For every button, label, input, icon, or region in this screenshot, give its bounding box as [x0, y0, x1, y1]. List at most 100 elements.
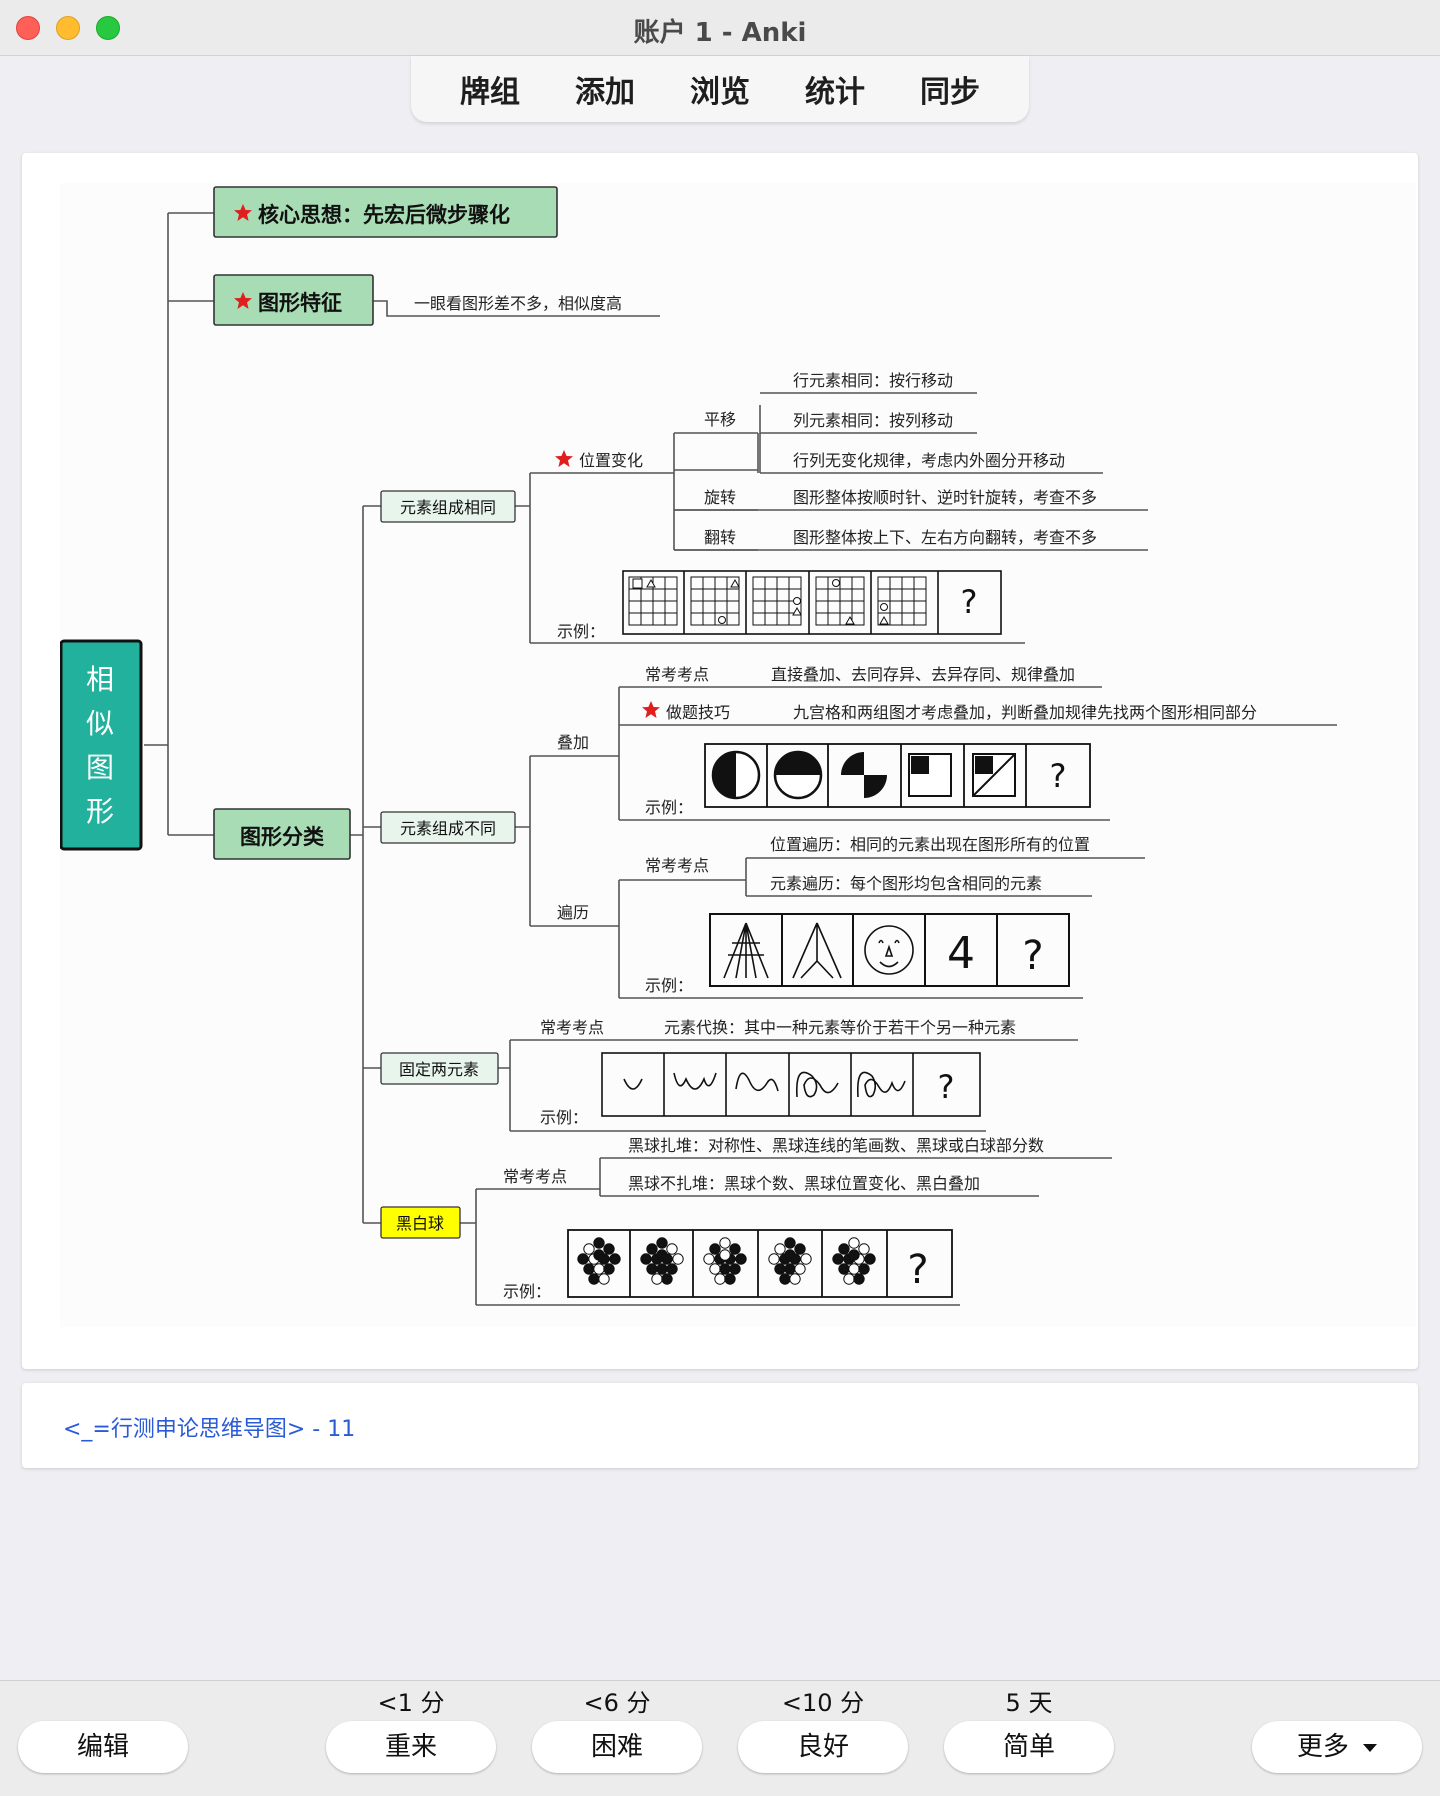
tab-stats[interactable]: 统计	[805, 75, 865, 110]
answer-bar: 编辑 <1 分 重来 <6 分 困难 <10 分 良好 5 天 简单 更多	[0, 1680, 1440, 1796]
ball	[794, 1263, 806, 1275]
ball	[843, 1273, 855, 1285]
overlay-label: 叠加	[557, 733, 589, 752]
ball	[735, 1253, 747, 1265]
balls-example-clusters	[577, 1237, 876, 1285]
core-idea-label: 核心思想：先宏后微步骤化	[258, 203, 510, 227]
feature-label: 图形特征	[258, 291, 342, 315]
overlay-example-figures	[704, 743, 1091, 808]
traverse-points-label: 常考考点	[645, 856, 709, 875]
translate-label: 平移	[704, 410, 736, 429]
ball	[577, 1253, 589, 1265]
overlay-example-shapes	[711, 750, 1016, 800]
balls-example-question: ?	[907, 1247, 928, 1293]
tab-browse[interactable]: 浏览	[690, 75, 750, 110]
ball	[593, 1249, 605, 1261]
ball	[779, 1273, 791, 1285]
tab-sync[interactable]: 同步	[920, 75, 980, 110]
ball	[603, 1243, 615, 1255]
ball	[848, 1263, 860, 1275]
star-icon	[642, 701, 660, 718]
ball	[774, 1263, 786, 1275]
balls-label: 黑白球	[396, 1214, 444, 1233]
ball	[598, 1273, 610, 1285]
ball	[583, 1243, 595, 1255]
traverse-example-label: 示例：	[645, 976, 693, 995]
ball	[794, 1243, 806, 1255]
easy-button[interactable]: 简单	[944, 1721, 1114, 1773]
again-interval: <1 分	[377, 1689, 445, 1717]
ball	[724, 1273, 736, 1285]
fixed-elements-node	[380, 1052, 499, 1085]
classify-label: 图形分类	[240, 825, 325, 849]
deck-link[interactable]: <_=行测申论思维导图> - 11	[63, 1417, 356, 1442]
ball	[609, 1253, 621, 1265]
hard-interval: <6 分	[583, 1689, 651, 1717]
same-example-figures	[622, 570, 1002, 635]
translate-rule-col: 列元素相同：按列移动	[793, 411, 953, 430]
classify-node	[213, 808, 351, 860]
fixed-points: 元素代换：其中一种元素等价于若干个另一种元素	[664, 1018, 1016, 1037]
svg-text:图: 图	[86, 751, 114, 784]
balls-point-cluster: 黑球扎堆：对称性、黑球连线的笔画数、黑球或白球部分数	[628, 1136, 1044, 1155]
tab-decks[interactable]: 牌组	[460, 75, 520, 110]
ball	[784, 1237, 796, 1249]
fixed-points-label: 常考考点	[540, 1018, 604, 1037]
ball	[703, 1253, 715, 1265]
ball	[593, 1237, 605, 1249]
ball	[719, 1263, 731, 1275]
rotate-label: 旋转	[704, 488, 736, 507]
ball	[784, 1249, 796, 1261]
title-bar: 账户 1 - Anki	[0, 0, 1440, 56]
traverse-example-figures	[709, 913, 1070, 987]
fixed-example-figures	[601, 1052, 981, 1117]
hard-button[interactable]: 困难	[532, 1721, 702, 1773]
position-change-label: 位置变化	[579, 451, 643, 470]
ball	[838, 1263, 850, 1275]
ball	[858, 1243, 870, 1255]
diff-elements-node	[380, 811, 516, 844]
traverse-point-position: 位置遍历：相同的元素出现在图形所有的位置	[770, 835, 1090, 854]
tab-add[interactable]: 添加	[575, 75, 635, 110]
balls-node	[380, 1206, 461, 1239]
ball	[656, 1237, 668, 1249]
ball	[774, 1243, 786, 1255]
fixed-example-question: ?	[938, 1068, 955, 1106]
root-node	[60, 639, 143, 851]
svg-text:相: 相	[86, 663, 114, 696]
ball	[656, 1249, 668, 1261]
ball	[588, 1273, 600, 1285]
maximize-window-button[interactable]	[96, 16, 120, 40]
ball	[858, 1263, 870, 1275]
fixed-example-label: 示例：	[540, 1108, 588, 1127]
ball	[583, 1263, 595, 1275]
svg-text:似: 似	[86, 707, 114, 740]
close-window-button[interactable]	[16, 16, 40, 40]
deck-info-card: <_=行测申论思维导图> - 11	[22, 1383, 1418, 1468]
same-elements-label: 元素组成相同	[400, 498, 496, 517]
traverse-example-digit: 4	[947, 928, 975, 979]
ball	[593, 1263, 605, 1275]
overlay-example-question: ?	[1050, 757, 1067, 795]
ball	[666, 1243, 678, 1255]
again-button[interactable]: 重来	[326, 1721, 496, 1773]
ball	[832, 1253, 844, 1265]
mindmap-image: 相 似 图 形 核心思想：先宏后微步骤化 图形特征 一眼看图形差不多，相似度高 …	[60, 183, 1416, 1327]
minimize-window-button[interactable]	[56, 16, 80, 40]
ball	[651, 1273, 663, 1285]
ball	[784, 1263, 796, 1275]
ball	[729, 1263, 741, 1275]
ball	[603, 1263, 615, 1275]
good-button[interactable]: 良好	[738, 1721, 908, 1773]
more-button[interactable]: 更多	[1252, 1721, 1422, 1773]
overlay-tip-label: 做题技巧	[666, 703, 730, 722]
translate-rule-row: 行元素相同：按行移动	[793, 371, 953, 390]
ball	[672, 1253, 684, 1265]
mindmap-connectors	[144, 212, 1337, 1306]
caret-down-icon	[1363, 1743, 1378, 1752]
root-node-label: 相 似 图 形	[86, 663, 114, 828]
ball	[864, 1253, 876, 1265]
overlay-points: 直接叠加、去同存异、去异存同、规律叠加	[771, 665, 1075, 684]
edit-button[interactable]: 编辑	[18, 1721, 188, 1773]
rotate-desc: 图形整体按顺时针、逆时针旋转，考查不多	[793, 488, 1097, 507]
